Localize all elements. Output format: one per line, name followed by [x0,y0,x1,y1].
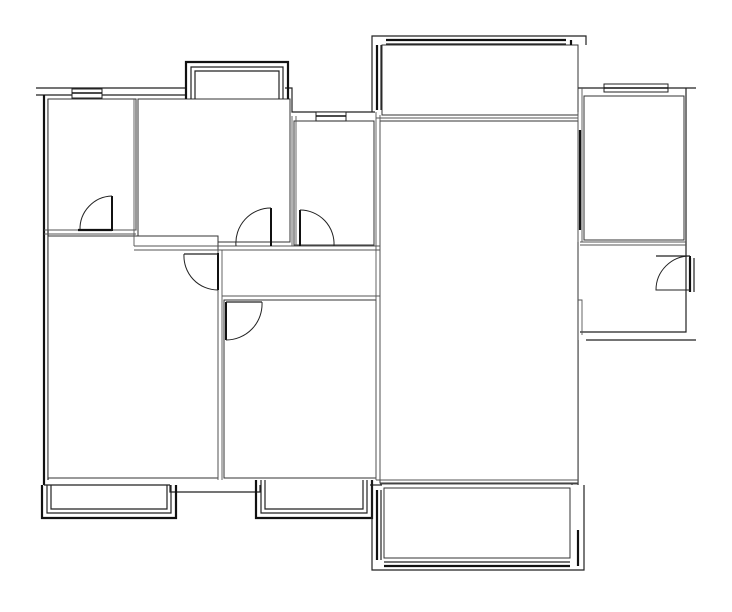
room-right-small [583,95,685,241]
door-right-exterior [655,255,691,291]
doors [78,195,691,341]
window-bay-bottom-right [371,480,585,571]
door-top-left-room [78,195,113,232]
interior-walls [44,88,686,485]
door-bottom-center-room [225,301,263,341]
room-top-left [47,98,137,231]
room-living-large [379,120,579,484]
room-bottom-left [47,235,219,479]
window-bay-bottom-center [254,480,374,520]
window-bay-top-right [371,35,587,112]
door-small-room [299,209,335,247]
door-hall-left [183,253,219,291]
room-bottom-balcony [383,487,571,559]
room-top-center-left [137,98,291,243]
rooms [47,44,685,559]
window-bay-bottom-left [40,485,178,520]
door-top-center-room [235,207,272,247]
window-bay-top-center [184,60,290,99]
room-top-bay-right [381,44,579,116]
room-small-center [293,120,375,246]
room-bottom-center [223,299,377,479]
windows [40,35,695,571]
